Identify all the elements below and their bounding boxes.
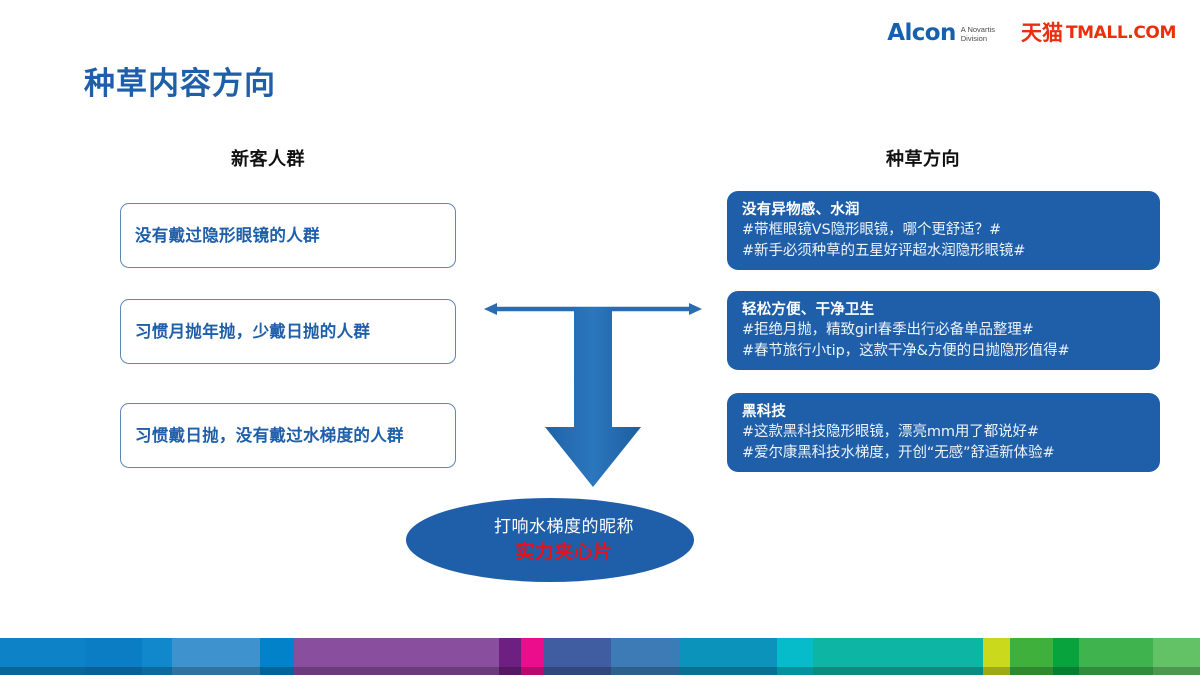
nickname-ellipse: 打响水梯度的昵称 实力夹心片 bbox=[406, 498, 694, 582]
direction-card-title: 黑科技 bbox=[742, 404, 787, 420]
bottom-strip-segment bbox=[85, 638, 142, 675]
bottom-strip-segment bbox=[172, 638, 260, 675]
alcon-tagline-line2: Division bbox=[960, 33, 988, 43]
bottom-strip-segment bbox=[611, 638, 679, 675]
bottom-strip-segment bbox=[1078, 638, 1153, 675]
direction-card-hashtag-line: #春节旅行小tip，这款干净&方便的日抛隐形值得# bbox=[742, 343, 1070, 359]
bottom-strip-segment bbox=[1152, 638, 1200, 675]
segment-card-label: 习惯戴日抛，没有戴过水梯度的人群 bbox=[135, 426, 404, 445]
column-header-directions: 种草方向 bbox=[886, 149, 960, 170]
bottom-strip-segment bbox=[294, 638, 499, 675]
nickname-ellipse-caption: 打响水梯度的昵称 bbox=[494, 517, 634, 537]
segment-card[interactable]: 习惯戴日抛，没有戴过水梯度的人群 bbox=[120, 403, 456, 468]
tmall-logo: 天猫 TMALL.COM bbox=[1021, 23, 1176, 44]
nickname-ellipse-highlight: 实力夹心片 bbox=[515, 541, 613, 563]
bottom-strip-segment bbox=[1053, 638, 1079, 675]
direction-card-hashtag-line: #爱尔康黑科技水梯度，开创“无感”舒适新体验# bbox=[742, 445, 1055, 461]
bottom-strip-segment bbox=[1010, 638, 1053, 675]
alcon-logo: Alcon A Novartis Division bbox=[887, 22, 995, 45]
segment-card[interactable]: 没有戴过隐形眼镜的人群 bbox=[120, 203, 456, 268]
segment-card-label: 没有戴过隐形眼镜的人群 bbox=[135, 226, 320, 245]
direction-card[interactable]: 轻松方便、干净卫生 #拒绝月抛，精致girl春季出行必备单品整理# #春节旅行小… bbox=[727, 291, 1160, 370]
direction-card-hashtag-line: #拒绝月抛，精致girl春季出行必备单品整理# bbox=[742, 322, 1034, 338]
logo-bar: Alcon A Novartis Division 天猫 TMALL.COM bbox=[887, 22, 1176, 45]
direction-card-title: 轻松方便、干净卫生 bbox=[742, 302, 875, 318]
tmall-chinese-wordmark: 天猫 bbox=[1020, 21, 1063, 45]
alcon-tagline-line1: A Novartis bbox=[960, 25, 995, 34]
bottom-strip-segment bbox=[777, 638, 813, 675]
direction-card-title: 没有异物感、水润 bbox=[742, 202, 860, 218]
direction-card[interactable]: 没有异物感、水润 #带框眼镜VS隐形眼镜，哪个更舒适？# #新手必须种草的五星好… bbox=[727, 191, 1160, 270]
segment-card[interactable]: 习惯月抛年抛，少戴日抛的人群 bbox=[120, 299, 456, 364]
bottom-strip-segment bbox=[260, 638, 294, 675]
alcon-tagline: A Novartis Division bbox=[960, 25, 995, 45]
direction-card-hashtag-line: #这款黑科技隐形眼镜，漂亮mm用了都说好# bbox=[742, 424, 1039, 440]
direction-card-hashtag-line: #带框眼镜VS隐形眼镜，哪个更舒适？# bbox=[742, 222, 1002, 238]
bottom-color-strip bbox=[0, 638, 1200, 675]
page-title: 种草内容方向 bbox=[84, 66, 276, 102]
bottom-strip-segment bbox=[983, 638, 1010, 675]
direction-card[interactable]: 黑科技 #这款黑科技隐形眼镜，漂亮mm用了都说好# #爱尔康黑科技水梯度，开创“… bbox=[727, 393, 1160, 472]
bottom-strip-segment bbox=[499, 638, 521, 675]
bottom-strip-segment bbox=[0, 638, 85, 675]
bottom-strip-segment bbox=[142, 638, 172, 675]
tmall-latin-wordmark: TMALL.COM bbox=[1065, 23, 1176, 43]
column-header-segments: 新客人群 bbox=[231, 149, 305, 170]
bottom-strip-shadow bbox=[0, 667, 1200, 675]
down-arrow-icon bbox=[545, 307, 641, 487]
bottom-strip-segment bbox=[813, 638, 983, 675]
bottom-strip-segment bbox=[679, 638, 777, 675]
alcon-wordmark: Alcon bbox=[887, 20, 956, 46]
bottom-strip-segment bbox=[521, 638, 544, 675]
direction-card-hashtag-line: #新手必须种草的五星好评超水润隐形眼镜# bbox=[742, 243, 1026, 259]
bottom-strip-segment bbox=[544, 638, 611, 675]
segment-card-label: 习惯月抛年抛，少戴日抛的人群 bbox=[135, 322, 371, 341]
